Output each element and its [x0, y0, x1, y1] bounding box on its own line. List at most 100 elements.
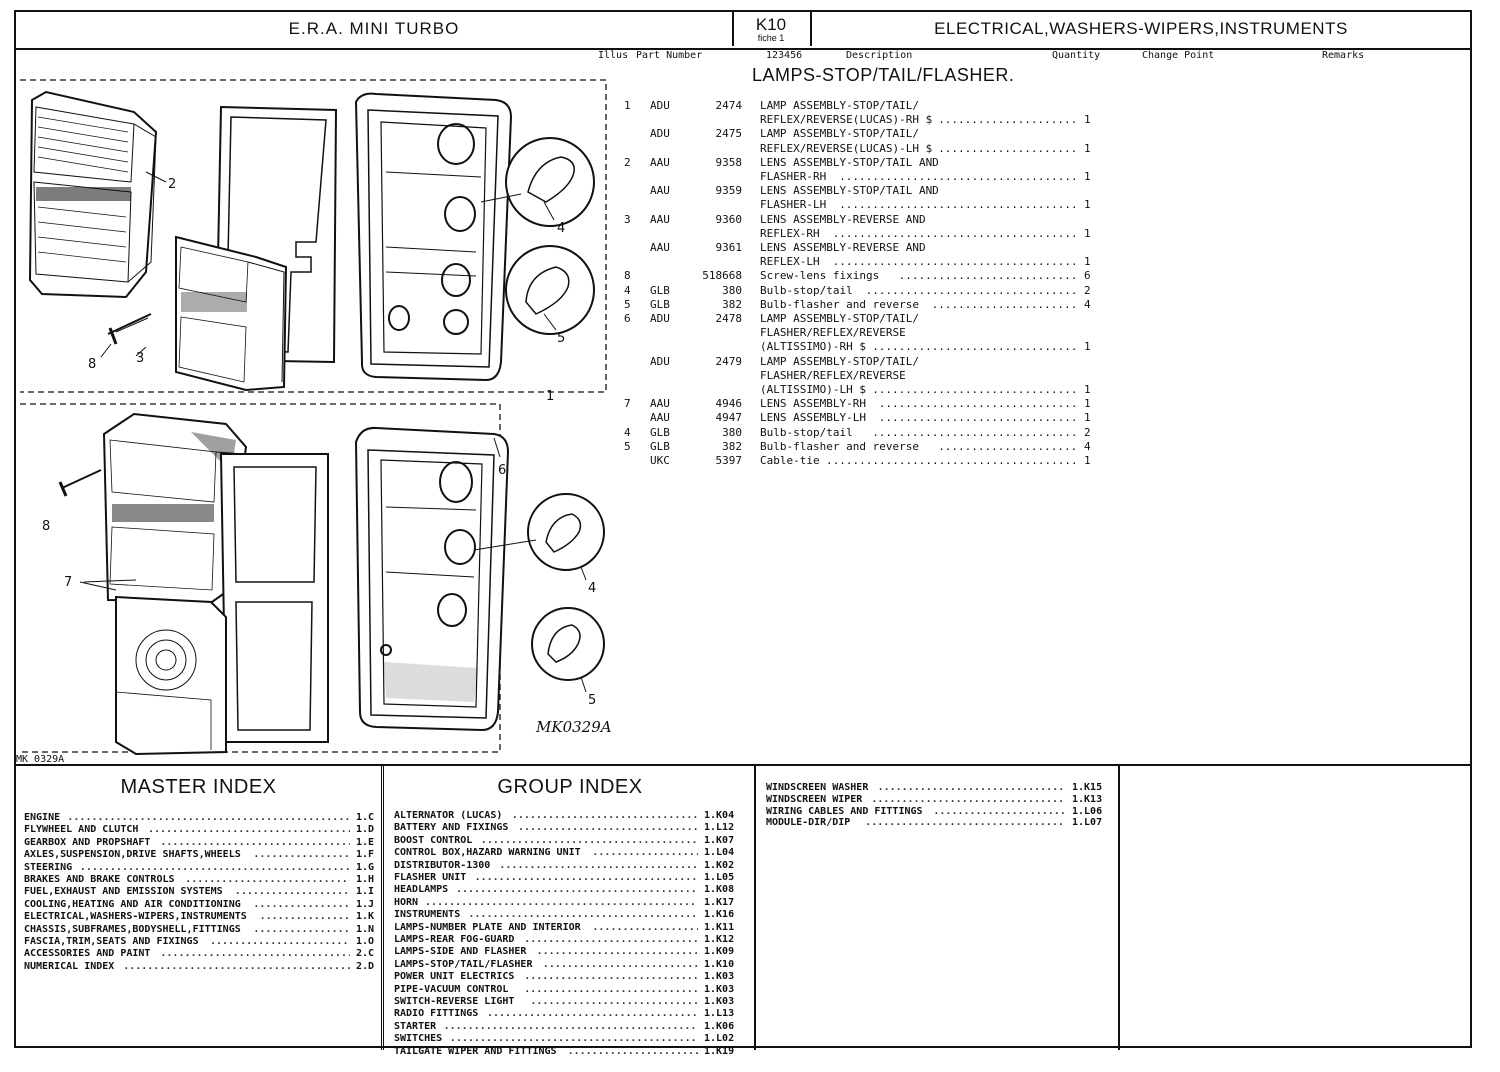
- index-item[interactable]: WINDSCREEN WASHER.......................…: [766, 782, 1112, 794]
- part-leader-dots: ........................................…: [872, 383, 1076, 396]
- index-item[interactable]: BOOST CONTROL...........................…: [394, 835, 744, 847]
- index-item[interactable]: POWER UNIT ELECTRICS....................…: [394, 971, 744, 983]
- part-leader-dots: ........................................…: [938, 439, 1076, 453]
- index-item[interactable]: LAMPS-STOP/TAIL/FLASHER.................…: [394, 959, 744, 971]
- index-item[interactable]: ELECTRICAL,WASHERS-WIPERS,INSTRUMENTS...…: [24, 911, 396, 923]
- part-illus: 7: [624, 397, 631, 411]
- index-item[interactable]: CONTROL BOX,HAZARD WARNING UNIT.........…: [394, 847, 744, 859]
- index-item-ref: 1.K: [356, 911, 375, 923]
- part-prefix: GLB: [650, 425, 670, 439]
- bulb-stop-tail-altissimo-illustration: [473, 493, 605, 571]
- callout-4: 4: [557, 221, 565, 236]
- index-item[interactable]: TAILGATE WIPER AND FITTINGS.............…: [394, 1046, 744, 1058]
- part-prefix: ADU: [650, 127, 670, 141]
- part-illus: 8: [624, 269, 631, 283]
- index-item-ref: 1.G: [356, 861, 375, 873]
- index-leader-dots: ........................................…: [67, 812, 350, 823]
- parts-row: REFLEX-RH...............................…: [610, 227, 1470, 241]
- index-leader-dots: ........................................…: [123, 960, 350, 972]
- index-item[interactable]: FLYWHEEL AND CLUTCH.....................…: [24, 824, 396, 836]
- part-number: 9358: [715, 155, 743, 169]
- index-item-ref: 1.L13: [704, 1008, 735, 1020]
- index-item[interactable]: DISTRIBUTOR-1300........................…: [394, 860, 744, 872]
- section-title: ELECTRICAL,WASHERS-WIPERS,INSTRUMENTS: [934, 19, 1348, 38]
- index-item[interactable]: BRAKES AND BRAKE CONTROLS...............…: [24, 874, 396, 886]
- index-item[interactable]: CHASSIS,SUBFRAMES,BODYSHELL,FITTINGS....…: [24, 924, 396, 936]
- index-item[interactable]: LAMPS-SIDE AND FLASHER..................…: [394, 946, 744, 958]
- index-item[interactable]: FASCIA,TRIM,SEATS AND FIXINGS...........…: [24, 936, 396, 948]
- index-item[interactable]: BATTERY AND FIXINGS.....................…: [394, 822, 744, 834]
- part-prefix: AAU: [650, 155, 670, 169]
- index-item[interactable]: GEARBOX AND PROPSHAFT...................…: [24, 837, 396, 849]
- index-item-ref: 1.K11: [704, 921, 735, 933]
- index-item[interactable]: WIRING CABLES AND FITTINGS..............…: [766, 806, 1112, 818]
- index-item-label: BOOST CONTROL: [394, 834, 473, 846]
- index-item[interactable]: MODULE-DIR/DIP..........................…: [766, 817, 1112, 829]
- part-prefix: AAU: [650, 212, 670, 226]
- index-item[interactable]: NUMERICAL INDEX.........................…: [24, 961, 396, 973]
- index-item-ref: 1.N: [356, 923, 375, 935]
- index-item[interactable]: AXLES,SUSPENSION,DRIVE SHAFTS,WHEELS....…: [24, 849, 396, 861]
- index-leader-dots: ........................................…: [253, 849, 350, 861]
- group-index-title: GROUP INDEX: [497, 776, 643, 798]
- index-item-label: FASCIA,TRIM,SEATS AND FIXINGS: [24, 936, 199, 947]
- fiche-frame: E.R.A. MINI TURBO K10 fiche 1 ELECTRICAL…: [14, 10, 1472, 1057]
- part-number: 518668: [702, 269, 742, 283]
- index-item-ref: 1.K03: [704, 983, 735, 995]
- part-leader-dots: ........................................…: [898, 269, 1076, 283]
- index-leader-dots: ........................................…: [524, 983, 698, 995]
- part-prefix: GLB: [650, 283, 670, 297]
- column-headers: Illus Part Number 123456 Description Qua…: [598, 50, 1468, 62]
- index-item[interactable]: COOLING,HEATING AND AIR CONDITIONING....…: [24, 899, 396, 911]
- part-number: 382: [722, 297, 742, 311]
- index-item-label: SWITCHES: [394, 1033, 443, 1045]
- index-item-ref: 2.D: [356, 960, 375, 972]
- part-number: 2478: [715, 312, 743, 325]
- index-item[interactable]: LAMPS-REAR FOG-GUARD....................…: [394, 934, 744, 946]
- index-item[interactable]: RADIO FITTINGS..........................…: [394, 1008, 744, 1020]
- part-description: REFLEX/REVERSE(LUCAS)-LH $: [760, 141, 933, 155]
- index-item[interactable]: FLASHER UNIT............................…: [394, 872, 744, 884]
- index-item-ref: 1.C: [356, 812, 375, 823]
- index-item-label: LAMPS-NUMBER PLATE AND INTERIOR: [394, 921, 581, 933]
- part-number: 4947: [715, 411, 743, 425]
- index-item[interactable]: PIPE-VACUUM CONTROL.....................…: [394, 984, 744, 996]
- index-item[interactable]: SWITCH-REVERSE LIGHT....................…: [394, 996, 744, 1008]
- index-item-ref: 1.L05: [704, 872, 735, 883]
- part-quantity: 4: [1084, 297, 1091, 311]
- index-item[interactable]: STEERING................................…: [24, 862, 396, 874]
- index-item[interactable]: STARTER.................................…: [394, 1021, 744, 1033]
- index-item-ref: 1.K09: [704, 946, 735, 958]
- callout-1: 1: [546, 389, 554, 404]
- index-item[interactable]: ALTERNATOR (LUCAS)......................…: [394, 810, 744, 822]
- part-description: Screw-lens fixings: [760, 269, 880, 283]
- index-item[interactable]: LAMPS-NUMBER PLATE AND INTERIOR.........…: [394, 922, 744, 934]
- index-item[interactable]: ACCESSORIES AND PAINT...................…: [24, 948, 396, 960]
- col-123456: 123456: [766, 50, 803, 61]
- handwritten-ref: MK0329A: [535, 718, 612, 736]
- part-illus: 5: [624, 297, 631, 311]
- part-prefix: AAU: [650, 184, 670, 198]
- index-item[interactable]: INSTRUMENTS.............................…: [394, 909, 744, 921]
- index-item[interactable]: WINDSCREEN WIPER........................…: [766, 794, 1112, 806]
- index-item[interactable]: SWITCHES................................…: [394, 1033, 744, 1045]
- index-item[interactable]: FUEL,EXHAUST AND EMISSION SYSTEMS.......…: [24, 886, 396, 898]
- index-leader-dots: ........................................…: [877, 782, 1066, 793]
- index-item[interactable]: HORN....................................…: [394, 897, 744, 909]
- index-item-label: HEADLAMPS: [394, 884, 449, 896]
- index-item[interactable]: ENGINE..................................…: [24, 812, 396, 824]
- callout-8: 8: [88, 357, 96, 372]
- part-number: 2475: [715, 127, 743, 141]
- index-item-label: FLYWHEEL AND CLUTCH: [24, 824, 139, 836]
- index-item-label: GEARBOX AND PROPSHAFT: [24, 836, 151, 848]
- part-number: 380: [722, 425, 742, 439]
- index-leader-dots: ........................................…: [210, 936, 350, 947]
- index-item-ref: 1.L12: [704, 822, 735, 834]
- part-description: REFLEX-LH: [760, 255, 820, 269]
- index-item[interactable]: HEADLAMPS...............................…: [394, 884, 744, 896]
